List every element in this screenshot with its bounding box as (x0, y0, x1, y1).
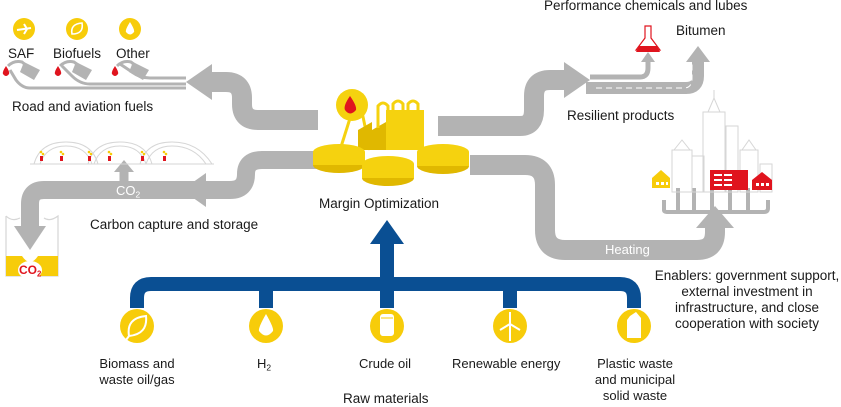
raw-hydrogen-label: H2 (257, 356, 271, 376)
co2-flow-main: CO (116, 183, 136, 198)
greenhouses-icon (30, 141, 214, 165)
carbon-capture-label: Carbon capture and storage (90, 217, 259, 232)
biofuels-label: Biofuels (53, 46, 102, 61)
raw-renewable-label: Renewable energy (452, 356, 561, 371)
saf-airplane-icon (13, 18, 35, 40)
raw-materials-trunk (130, 220, 641, 308)
co2-storage-main: CO (19, 263, 37, 277)
raw-materials-title: Raw materials (343, 391, 429, 406)
heating-arrow (470, 155, 770, 260)
co2-flow-label: CO2 (116, 183, 140, 203)
raw-hydrogen-main: H (257, 356, 267, 371)
co2-storage-label: CO2 (19, 262, 41, 282)
refinery-icon (313, 89, 469, 186)
bitumen-label: Bitumen (676, 23, 726, 38)
raw-hydrogen-sub: 2 (266, 362, 272, 373)
enablers-label: Enablers: government support, external i… (654, 268, 840, 331)
biofuels-leaf-icon (66, 18, 88, 40)
raw-crude-oil-label: Crude oil (359, 356, 412, 371)
raw-biomass-label: Biomass and waste oil/gas (99, 356, 175, 387)
raw-hydrogen-droplet-icon (249, 309, 283, 343)
heating-flow-label: Heating (605, 242, 650, 257)
resilient-products-arrow (438, 46, 710, 136)
chemical-flask-icon (634, 25, 662, 52)
margin-optimization-label: Margin Optimization (319, 196, 440, 211)
carbon-capture-arrow (14, 151, 318, 250)
other-label: Other (116, 46, 150, 61)
raw-plastic-label: Plastic waste and municipal solid waste (594, 356, 676, 403)
raw-renewable-turbine-icon (493, 309, 527, 343)
performance-chemicals-label: Performance chemicals and lubes (544, 0, 748, 13)
raw-plastic-can-icon (617, 309, 651, 343)
other-droplet-icon (119, 18, 141, 40)
fuel-nozzles (2, 60, 149, 80)
resilient-products-label: Resilient products (567, 108, 675, 123)
road-aviation-fuels-label: Road and aviation fuels (12, 99, 154, 114)
co2-flow-sub: 2 (135, 189, 141, 200)
saf-label: SAF (8, 46, 35, 61)
co2-storage-icon (5, 214, 59, 279)
raw-crude-oil-barrel-icon (370, 309, 404, 343)
houses-icon (652, 170, 772, 190)
raw-biomass-leaf-icon (120, 309, 154, 343)
road-fuels-arrow (8, 62, 318, 130)
co2-storage-sub: 2 (37, 269, 42, 279)
